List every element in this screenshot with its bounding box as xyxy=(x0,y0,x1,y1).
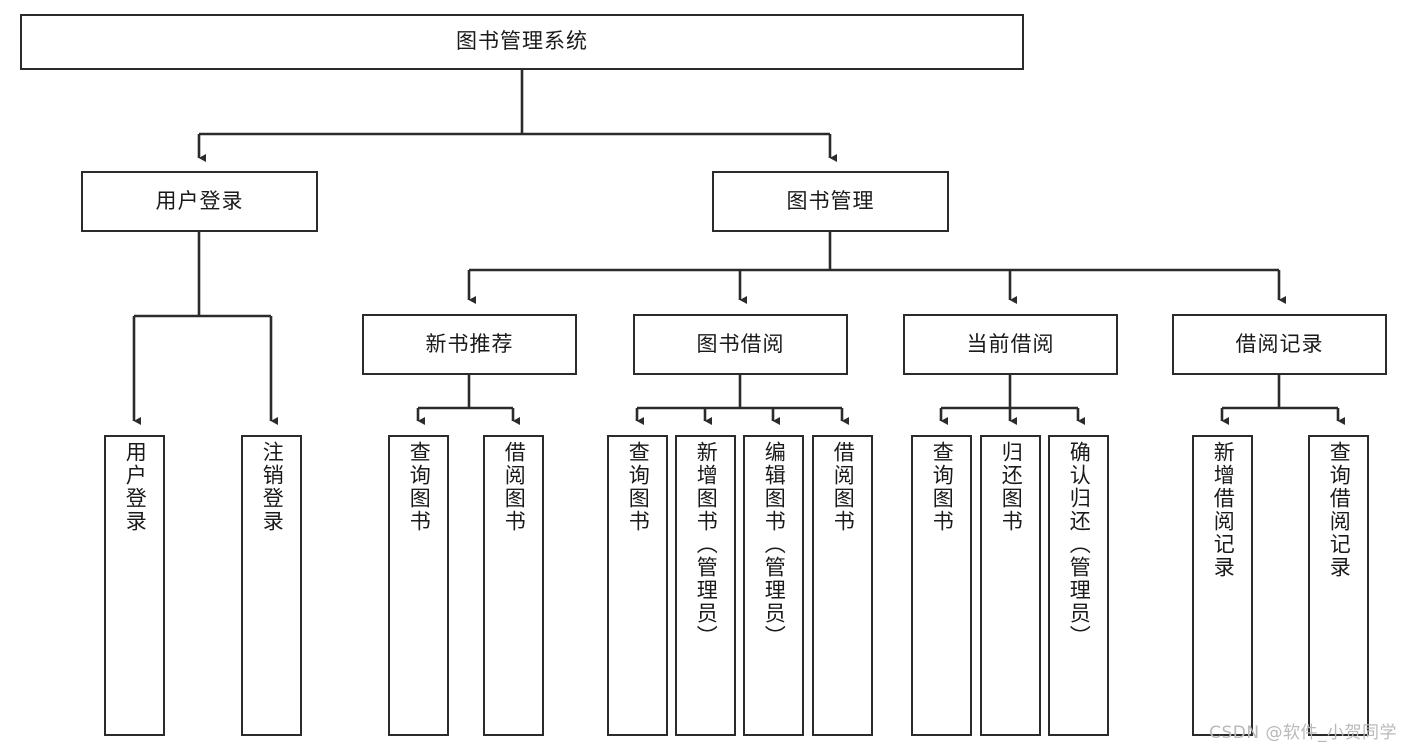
node-label: 图书管理 xyxy=(786,188,875,213)
node-label: 用户登录 xyxy=(123,441,148,533)
node-label: 用户登录 xyxy=(155,188,244,213)
node-current-borrow[interactable]: 当前借阅 xyxy=(903,314,1118,375)
node-label: 注销登录 xyxy=(260,441,285,533)
node-label: 新书推荐 xyxy=(425,331,514,356)
node-label: 查询图书 xyxy=(626,441,651,533)
node-root-system[interactable]: 图书管理系统 xyxy=(20,14,1024,70)
node-label: 图书管理系统 xyxy=(456,29,588,54)
node-leaf-user-login[interactable]: 用户登录 xyxy=(104,435,165,736)
node-label: 确认归还（管理员） xyxy=(1067,441,1092,648)
node-label: 查询借阅记录 xyxy=(1327,441,1352,579)
node-leaf-borrow-book-2[interactable]: 借阅图书 xyxy=(812,435,873,736)
node-leaf-query-record[interactable]: 查询借阅记录 xyxy=(1308,435,1369,736)
node-leaf-add-record[interactable]: 新增借阅记录 xyxy=(1192,435,1253,736)
node-label: 查询图书 xyxy=(407,441,432,533)
node-label: 借阅图书 xyxy=(502,441,527,533)
node-new-book-recommend[interactable]: 新书推荐 xyxy=(362,314,577,375)
node-leaf-query-book-1[interactable]: 查询图书 xyxy=(388,435,449,736)
node-label: 查询图书 xyxy=(930,441,955,533)
node-user-login[interactable]: 用户登录 xyxy=(81,171,318,232)
node-leaf-add-book[interactable]: 新增图书（管理员） xyxy=(675,435,736,736)
node-book-borrow[interactable]: 图书借阅 xyxy=(633,314,848,375)
node-label: 编辑图书（管理员） xyxy=(762,441,787,648)
node-label: 新增图书（管理员） xyxy=(694,441,719,648)
node-label: 当前借阅 xyxy=(966,331,1055,356)
node-leaf-edit-book[interactable]: 编辑图书（管理员） xyxy=(743,435,804,736)
node-leaf-confirm-return[interactable]: 确认归还（管理员） xyxy=(1048,435,1109,736)
node-book-manage[interactable]: 图书管理 xyxy=(712,171,949,232)
watermark-text: CSDN @软件_小贺同学 xyxy=(1209,723,1397,743)
node-label: 借阅记录 xyxy=(1235,331,1324,356)
node-borrow-record[interactable]: 借阅记录 xyxy=(1172,314,1387,375)
node-leaf-query-book-2[interactable]: 查询图书 xyxy=(607,435,668,736)
node-label: 图书借阅 xyxy=(696,331,785,356)
node-leaf-query-book-3[interactable]: 查询图书 xyxy=(911,435,972,736)
node-leaf-borrow-book-1[interactable]: 借阅图书 xyxy=(483,435,544,736)
node-leaf-return-book[interactable]: 归还图书 xyxy=(980,435,1041,736)
node-label: 归还图书 xyxy=(999,441,1024,533)
node-label: 借阅图书 xyxy=(831,441,856,533)
node-leaf-logout-login[interactable]: 注销登录 xyxy=(241,435,302,736)
node-label: 新增借阅记录 xyxy=(1211,441,1236,579)
